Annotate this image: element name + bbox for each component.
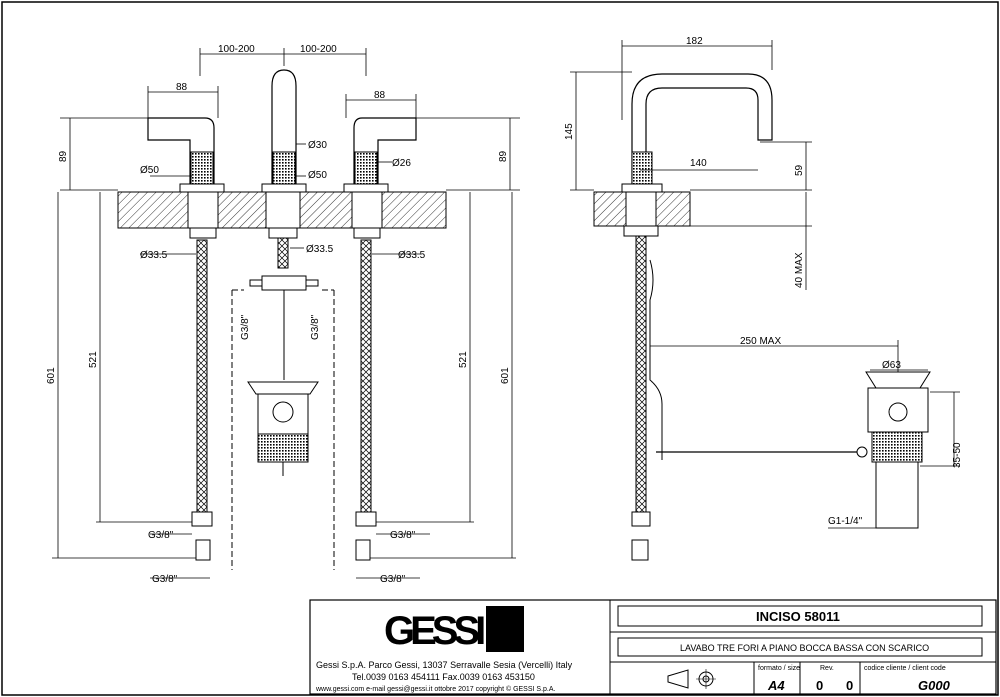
left-handle [147, 117, 225, 193]
format-value: A4 [767, 678, 785, 693]
projection-symbol-icon [667, 669, 716, 689]
client-label: codice cliente / client code [864, 665, 946, 672]
rev-value-2: 0 [846, 678, 853, 693]
dim-deck-max: 40 MAX [794, 252, 805, 288]
dim-handle-width-right: 88 [374, 90, 386, 101]
dim-waste-dia: Ø63 [882, 360, 901, 371]
dim-rod-max: 250 MAX [740, 336, 781, 347]
dim-conn-mix-right: G3/8" [310, 314, 321, 340]
side-spout [631, 73, 773, 187]
product-description: LAVABO TRE FORI A PIANO BOCCA BASSA CON … [680, 643, 929, 653]
dim-nut-right: Ø33.5 [398, 250, 426, 261]
center-spout [261, 69, 307, 193]
dim-outlet-height: 59 [794, 164, 805, 176]
gessi-logo: GESSI [384, 609, 484, 653]
logo-square [486, 606, 524, 652]
client-value: G000 [918, 678, 951, 693]
dim-conn-mix-left: G3/8" [240, 314, 251, 340]
format-label: formato / size [758, 665, 800, 672]
company-line: Gessi S.p.A. Parco Gessi, 13037 Serraval… [316, 660, 573, 670]
center-tee [249, 275, 319, 380]
front-waste [247, 381, 319, 476]
front-view: 100-200 100-200 88 88 89 89 Ø50 Ø30 Ø50 … [46, 44, 520, 585]
dim-spout-top: Ø30 [308, 140, 327, 151]
side-waste [856, 371, 931, 529]
dim-total-right: 601 [500, 367, 511, 384]
product-code: INCISO 58011 [756, 609, 840, 624]
side-view: 182 145 140 59 40 MAX 250 MAX Ø63 35-50 … [564, 36, 963, 561]
dim-spout-rosette: Ø50 [308, 170, 327, 181]
title-block: GESSI Gessi S.p.A. Parco Gessi, 13037 Se… [309, 599, 997, 695]
dim-conn-hose-right: G3/8" [390, 530, 416, 541]
dim-conn-hose-left: G3/8" [148, 530, 174, 541]
dim-spout-reach: 182 [686, 36, 703, 47]
dim-total-left: 601 [46, 367, 57, 384]
right-hose [360, 239, 372, 513]
dim-conn-bottom-right: G3/8" [380, 574, 406, 585]
rev-value-1: 0 [816, 678, 823, 693]
dim-spacing-left: 100-200 [218, 44, 255, 55]
dim-handle-knurl: Ø26 [392, 158, 411, 169]
web-line: www.gessi.com e-mail gessi@gessi.it otto… [315, 685, 556, 693]
dim-waste-thread: G1-1/4" [828, 516, 863, 527]
dim-handle-height-left: 89 [58, 150, 69, 162]
dim-nut-left: Ø33.5 [140, 250, 168, 261]
dim-spacing-right: 100-200 [300, 44, 337, 55]
dim-handle-width-left: 88 [176, 82, 188, 93]
dim-hose-len-right: 521 [458, 351, 469, 368]
dim-handle-height-right: 89 [498, 150, 509, 162]
dim-rosette-left: Ø50 [140, 165, 159, 176]
left-hose [196, 239, 208, 513]
dim-waste-height: 35-50 [952, 442, 963, 468]
dim-conn-bottom-left: G3/8" [152, 574, 178, 585]
contact-line: Tel.0039 0163 454111 Fax.0039 0163 45315… [352, 672, 535, 682]
dim-outlet-reach: 140 [690, 158, 707, 169]
dim-height: 145 [564, 123, 575, 140]
rev-label: Rev. [820, 665, 834, 672]
right-handle [343, 117, 417, 193]
dim-nut-center: Ø33.5 [306, 244, 334, 255]
dim-hose-len-left: 521 [88, 351, 99, 368]
